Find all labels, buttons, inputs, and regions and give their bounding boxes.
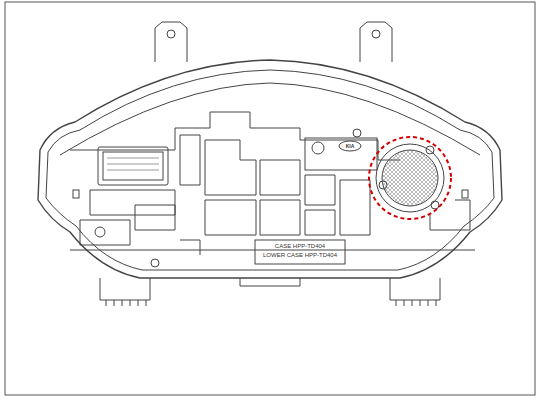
frame [5,2,535,395]
highlight-circle [369,137,451,219]
case-label: LOWER CASE HPP-TD404 [263,252,337,258]
speaker-grille [378,146,442,210]
brand-logo-text: KIA [346,144,355,149]
case-label: CASE HPP-TD404 [275,243,325,249]
